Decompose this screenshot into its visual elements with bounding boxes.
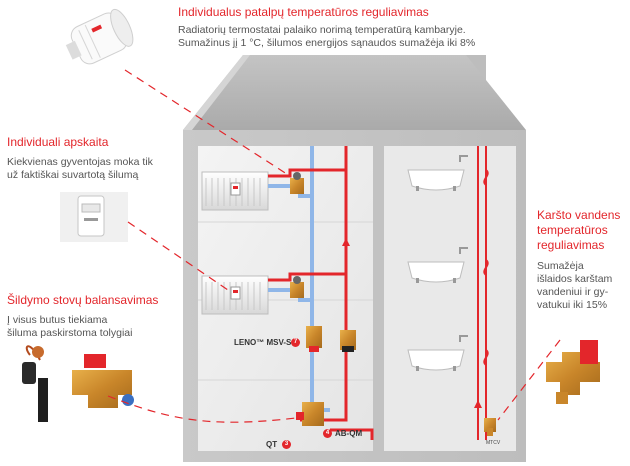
radiator-lower (201, 275, 269, 315)
qt-badge: 3 (282, 440, 291, 449)
balancing-title: Šildymo stovų balansavimas (7, 293, 159, 307)
abqm-valve (340, 330, 356, 352)
balancing-line1: Į visus butus tiekiama (7, 314, 108, 326)
mtcv-valve (484, 418, 496, 436)
thermo-text: Radiatorių termostatai palaiko norimą te… (178, 24, 538, 50)
thermo-line2: Sumažinus jį 1 °C, šilumos energijos sąn… (178, 37, 476, 49)
bathtub-2 (407, 247, 468, 283)
leno-label: LENO™ MSV-S (234, 338, 292, 347)
hotwater-line4: vatukui iki 15% (537, 299, 608, 311)
abqm-badge: 4 (323, 429, 332, 438)
hotwater-title-line3: reguliavimas (537, 238, 605, 252)
balancing-valve-image (22, 345, 134, 422)
roof (183, 55, 526, 130)
hotwater-line2: išlaidos karštam (537, 273, 613, 285)
hotwater-line3: vandeniui ir gy- (537, 286, 609, 298)
hotwater-text: Sumažėja išlaidos karštam vandeniui ir g… (537, 260, 627, 312)
hotwater-line1: Sumažėja (537, 260, 584, 272)
metering-text: Kiekvienas gyventojas moka tik už faktiš… (7, 156, 187, 182)
thermo-title: Individualus patalpų temperatūros reguli… (178, 5, 429, 19)
qt-label: QT (266, 440, 278, 449)
mtcv-image (546, 340, 600, 404)
heat-meter-image (60, 192, 128, 242)
dhw-pipes (477, 146, 489, 440)
metering-line2: už faktiškai suvartotą šilumą (7, 169, 139, 181)
hotwater-title-line1: Karšto vandens (537, 208, 621, 222)
balancing-line2: šiluma paskirstoma tolygiai (7, 327, 133, 339)
valve-lower-rad (290, 276, 304, 298)
thermo-line1: Radiatorių termostatai palaiko norimą te… (178, 24, 466, 36)
balancing-text: Į visus butus tiekiama šiluma paskirstom… (7, 314, 187, 340)
valve-upper-rad (290, 172, 304, 194)
metering-title: Individuali apskaita (7, 135, 109, 149)
qt-valve (296, 402, 324, 426)
room-right (384, 146, 516, 451)
abqm-label: AB-QM (335, 429, 363, 438)
hotwater-title-line2: temperatūros (537, 223, 608, 237)
mtcv-label: MTCV (486, 440, 501, 446)
hotwater-title: Karšto vandens temperatūros reguliavimas (537, 208, 627, 253)
leno-badge: 7 (291, 338, 300, 347)
bathtub-1 (407, 155, 468, 191)
leno-valve (306, 326, 322, 352)
metering-line1: Kiekvienas gyventojas moka tik (7, 156, 153, 168)
connector-lines (107, 69, 561, 423)
radiator-upper (201, 171, 269, 211)
bathtub-3 (407, 335, 468, 371)
thermostat-head-image (65, 8, 134, 65)
